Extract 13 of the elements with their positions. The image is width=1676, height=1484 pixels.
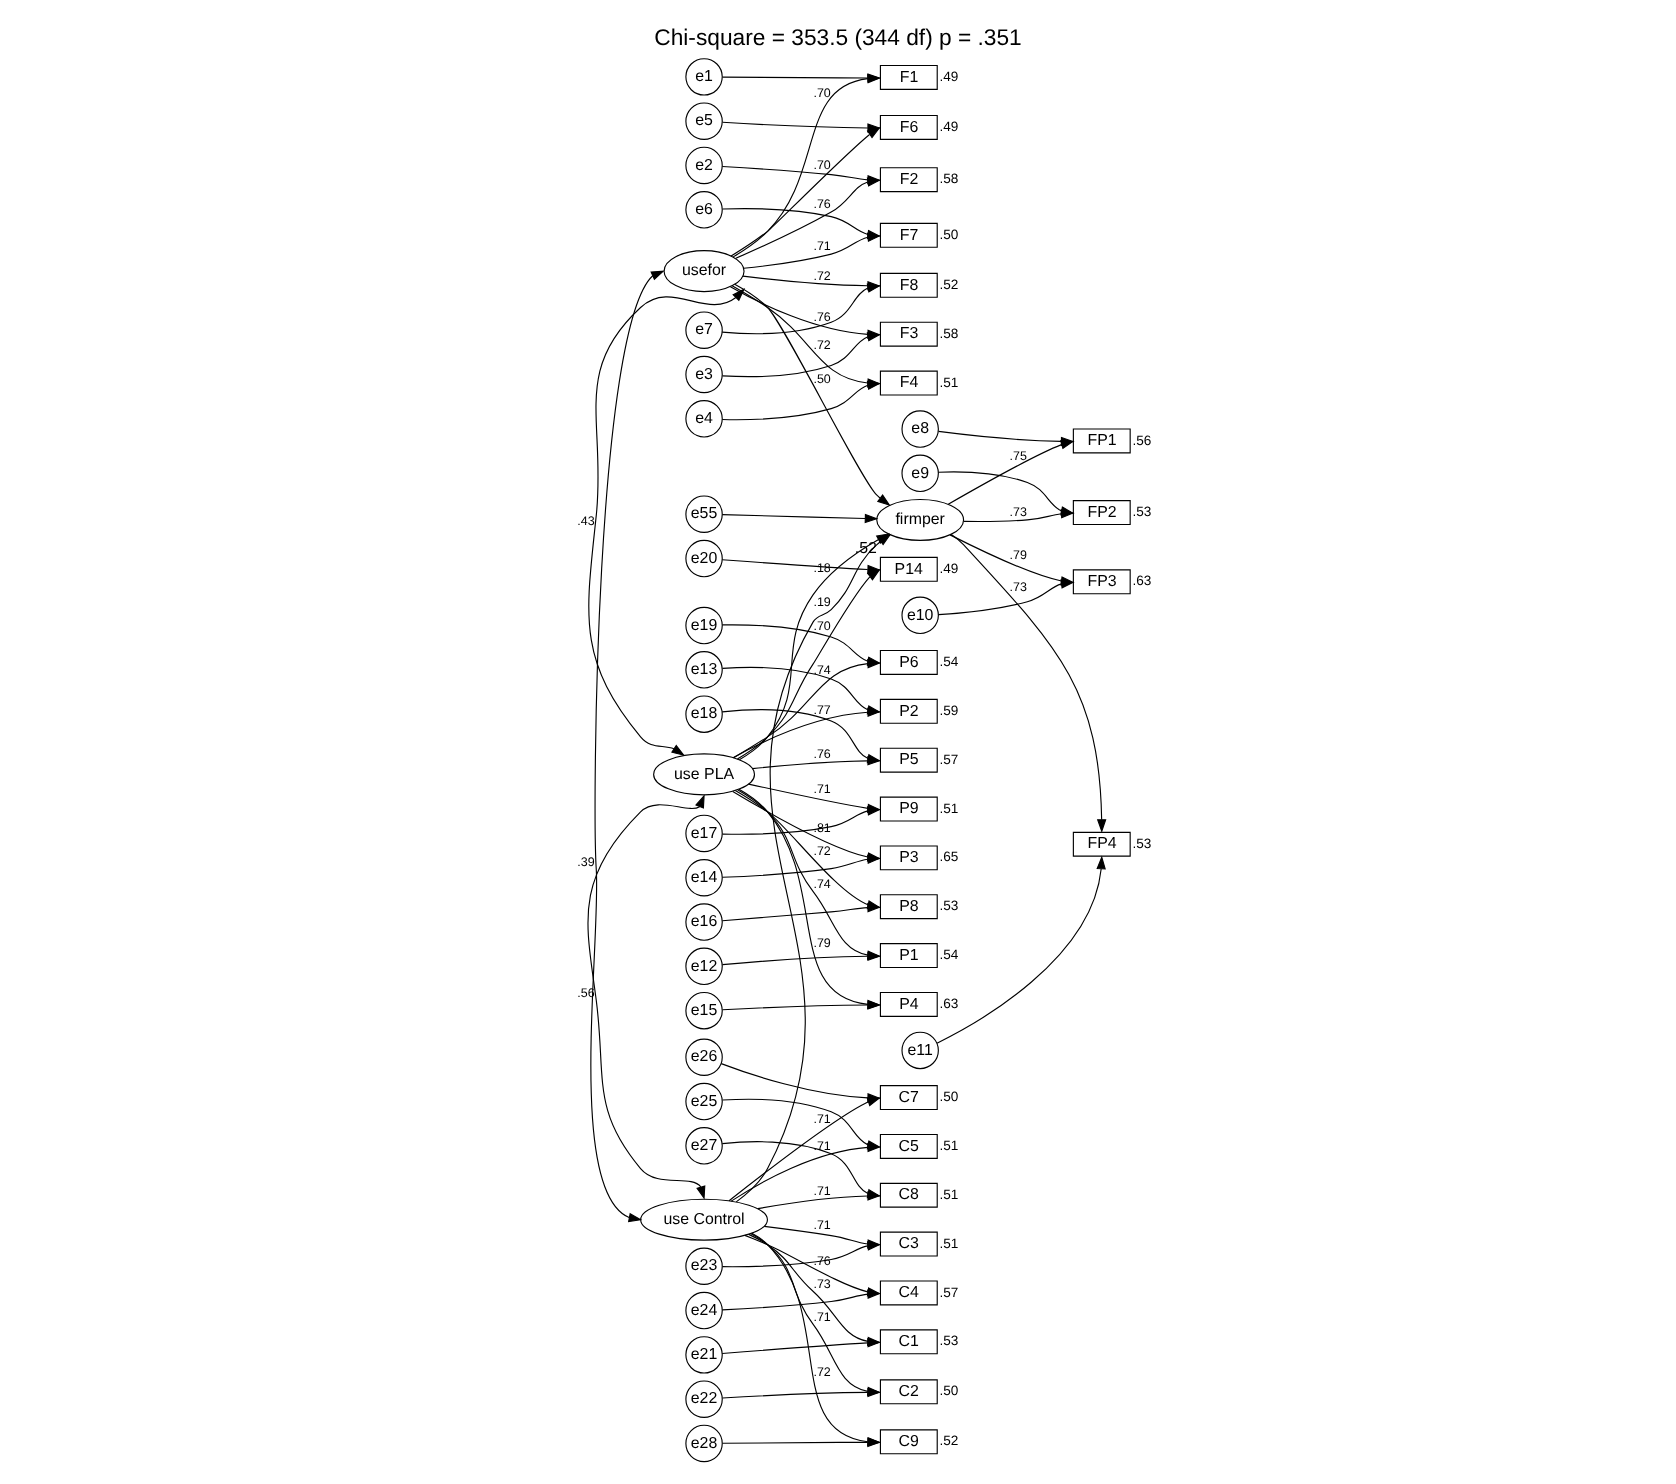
arrow (743, 232, 881, 269)
arrow (588, 288, 746, 756)
arrow (720, 1063, 881, 1103)
arrow (587, 794, 706, 1200)
diagram-title: Chi-square = 353.5 (344 df) p = .351 (654, 27, 1022, 52)
arrow (937, 471, 1075, 516)
arrow (950, 533, 1107, 833)
arrow (751, 756, 881, 770)
arrow (937, 579, 1075, 616)
arrow (937, 430, 1075, 447)
arrow (721, 513, 879, 524)
arrow (590, 270, 665, 1223)
arrow (936, 855, 1106, 1044)
